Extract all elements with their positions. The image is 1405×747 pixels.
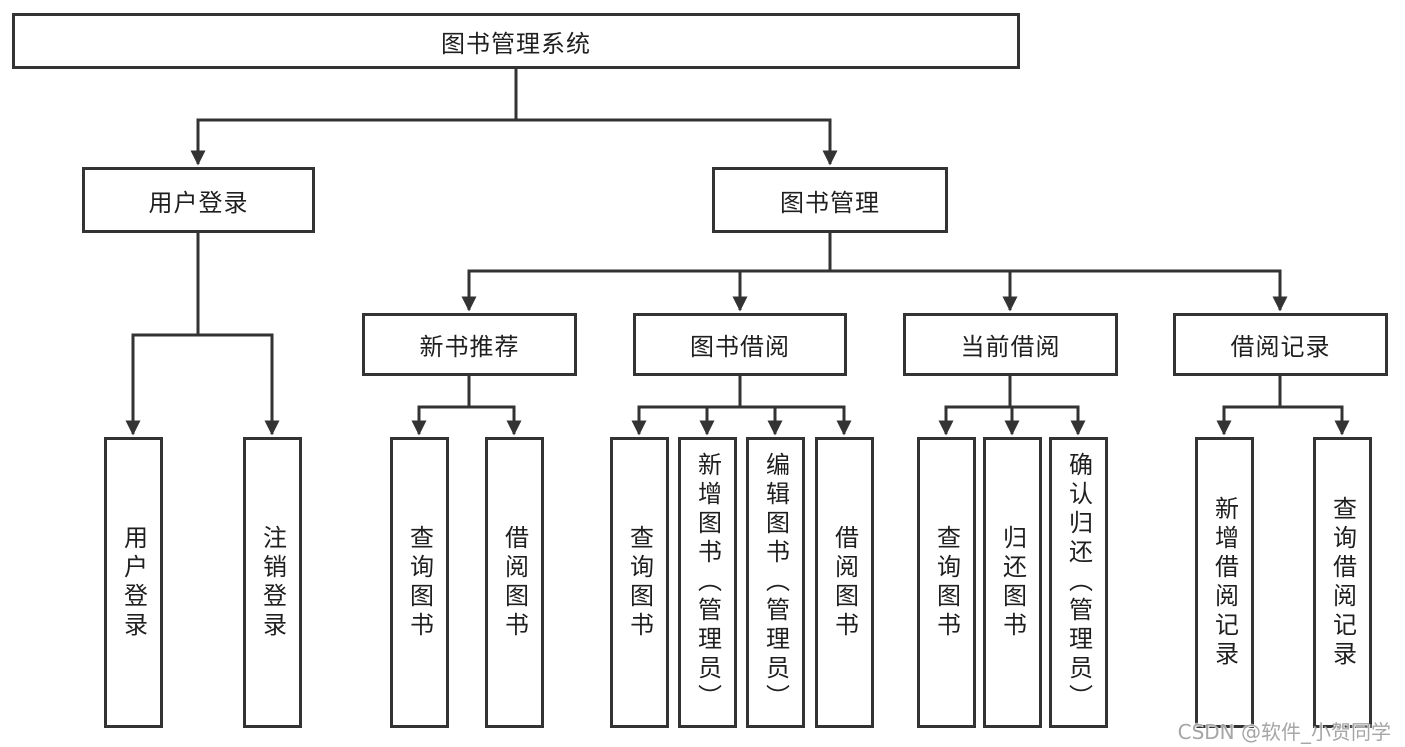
leaf-return-book-label: 归还图书: [998, 524, 1027, 641]
leaf-add-borrow-record-label: 新增借阅记录: [1210, 495, 1239, 670]
node-borrow-records: 借阅记录: [1173, 313, 1388, 376]
edge-root-to-book-management: [516, 118, 838, 166]
leaf-confirm-return-admin: 确认归还（管理员）: [1049, 437, 1108, 728]
leaf-query-books-recommend-label: 查询图书: [405, 524, 434, 641]
leaf-logout: 注销登录: [243, 437, 302, 728]
node-root-system: 图书管理系统: [12, 13, 1020, 69]
leaf-query-books-recommend: 查询图书: [390, 437, 449, 728]
edge-new-book-to-borrow: [469, 405, 522, 436]
edge-root-to-user-login: [190, 69, 518, 166]
leaf-user-login: 用户登录: [104, 437, 163, 728]
edge-borrow-records-to-add: [1216, 376, 1282, 436]
leaf-borrow-books-borrow: 借阅图书: [815, 437, 874, 728]
edge-user-login-to-login: [125, 233, 200, 436]
leaf-borrow-books-recommend: 借阅图书: [485, 437, 544, 728]
leaf-user-login-label: 用户登录: [119, 524, 148, 641]
leaf-edit-book-admin-label: 编辑图书（管理员）: [761, 452, 790, 713]
csdn-watermark: CSDN @软件_小贺同学: [1177, 720, 1391, 744]
leaf-add-book-admin: 新增图书（管理员）: [678, 437, 737, 728]
node-book-borrow: 图书借阅: [633, 313, 847, 376]
edge-borrow-records-to-query: [1280, 405, 1350, 436]
leaf-query-borrow-record: 查询借阅记录: [1313, 437, 1372, 728]
edge-book-management-to-borrow-records: [830, 269, 1288, 312]
leaf-add-book-admin-label: 新增图书（管理员）: [693, 452, 722, 713]
leaf-query-books-borrow: 查询图书: [610, 437, 669, 728]
node-current-borrow: 当前借阅: [903, 313, 1118, 376]
edge-user-login-to-logout: [198, 333, 280, 436]
edge-current-borrow-to-confirm: [1010, 405, 1086, 436]
leaf-query-borrow-record-label: 查询借阅记录: [1328, 495, 1357, 670]
leaf-return-book: 归还图书: [983, 437, 1042, 728]
leaf-query-books-current-label: 查询图书: [932, 524, 961, 641]
node-new-book-recommend: 新书推荐: [362, 313, 577, 376]
node-book-management: 图书管理: [712, 167, 948, 233]
leaf-borrow-books-recommend-label: 借阅图书: [500, 524, 529, 641]
leaf-logout-label: 注销登录: [258, 524, 287, 641]
leaf-add-borrow-record: 新增借阅记录: [1195, 437, 1254, 728]
leaf-query-books-current: 查询图书: [917, 437, 976, 728]
leaf-query-books-borrow-label: 查询图书: [625, 524, 654, 641]
edge-book-borrow-to-borrow: [740, 405, 852, 436]
edge-new-book-to-query: [411, 376, 471, 436]
edge-current-borrow-to-query: [938, 376, 1012, 436]
leaf-borrow-books-borrow-label: 借阅图书: [830, 524, 859, 641]
node-user-login: 用户登录: [82, 167, 315, 233]
leaf-edit-book-admin: 编辑图书（管理员）: [746, 437, 805, 728]
leaf-confirm-return-admin-label: 确认归还（管理员）: [1064, 452, 1093, 713]
edge-book-management-to-new-book: [461, 233, 832, 312]
edge-book-borrow-to-query: [631, 376, 742, 436]
